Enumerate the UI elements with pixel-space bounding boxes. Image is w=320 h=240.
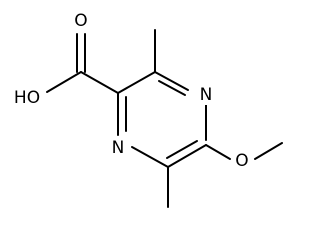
bond-c2-c3	[117, 71, 156, 94]
label-bg-ether-o	[232, 149, 252, 171]
label-bg-oh	[9, 86, 44, 108]
bond-c5-ether-o	[205, 144, 231, 160]
bond-carboxyl-oh	[46, 71, 82, 93]
nitrogen-label-bottom: N	[112, 138, 125, 158]
label-bg-n-bottom	[108, 136, 128, 158]
label-bg-carbonyl-o	[71, 9, 91, 31]
bond-c2-carboxyl	[80, 71, 119, 94]
carbonyl-oxygen-label: O	[74, 11, 87, 31]
bond-c6-n-bottom	[131, 146, 169, 168]
hydroxyl-label: HO	[14, 88, 40, 108]
bond-c3-n-top-inner	[158, 80, 186, 96]
bond-c5-c6-inner	[166, 140, 198, 159]
ether-oxygen-label: O	[235, 151, 248, 171]
chemical-structure: HO O N N O	[9, 9, 283, 208]
label-bg-n-top	[196, 83, 216, 105]
bond-c5-c6	[167, 144, 207, 168]
structure-canvas: HO O N N O	[9, 9, 283, 208]
bond-ether-o-methyl	[254, 142, 283, 160]
bond-c3-n-top	[154, 71, 189, 91]
nitrogen-label-top: N	[200, 85, 213, 105]
